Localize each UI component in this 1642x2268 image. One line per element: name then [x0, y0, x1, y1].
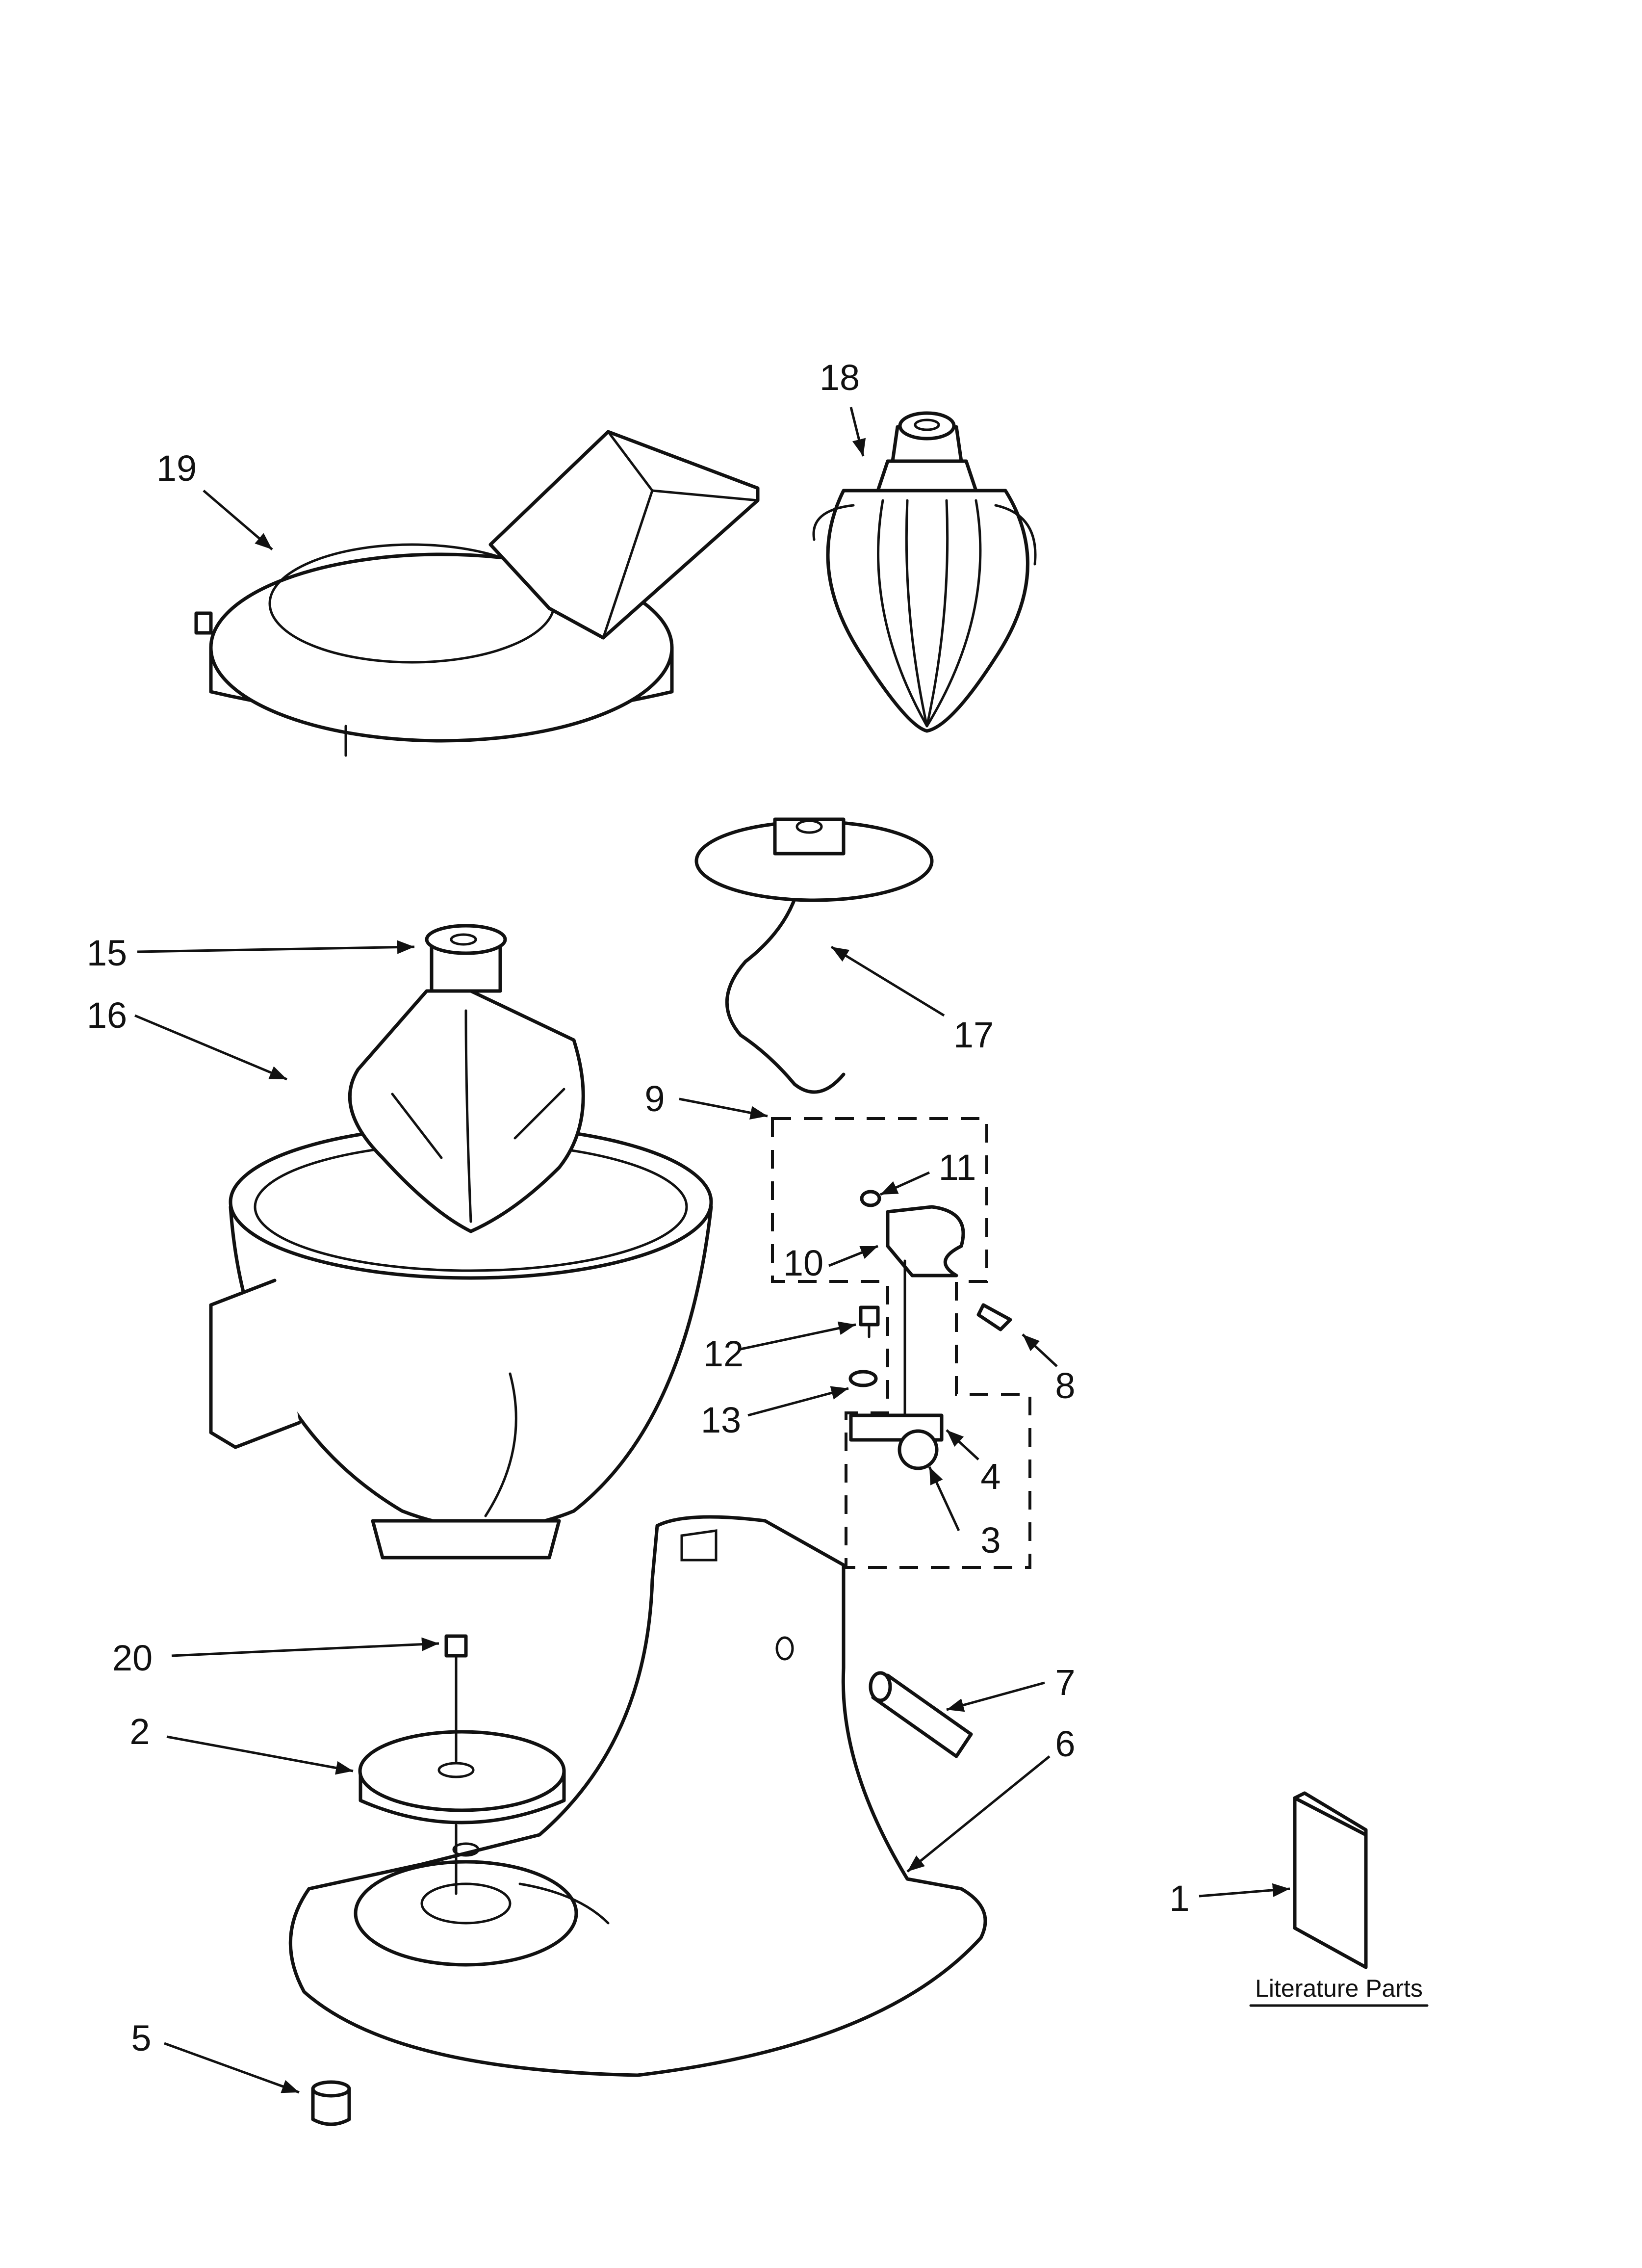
screw-part [444, 1634, 468, 1672]
pedestal-base-part [288, 1515, 987, 2077]
callout-15: 15 [87, 933, 127, 973]
callout-20: 20 [112, 1638, 153, 1678]
literature-parts-label: Literature Parts [1255, 1975, 1423, 2002]
callout-6: 6 [1055, 1723, 1075, 1764]
callout-7: 7 [1055, 1662, 1075, 1703]
callout-11: 11 [939, 1147, 976, 1188]
flat-beater-part [348, 924, 585, 1233]
callout-16: 16 [87, 995, 127, 1036]
callout-17: 17 [953, 1015, 994, 1055]
callout-18: 18 [820, 357, 860, 398]
callout-4: 4 [980, 1456, 1001, 1497]
clamp-plate-part [358, 1652, 566, 1895]
callout-19: 19 [156, 448, 197, 489]
callout-13: 13 [701, 1400, 741, 1440]
pouring-shield-part [194, 430, 760, 757]
foot-part [311, 2080, 351, 2126]
callout-2: 2 [129, 1711, 150, 1752]
callout-3: 3 [980, 1520, 1001, 1561]
dough-hook-part [694, 817, 934, 1094]
callout-9: 9 [644, 1078, 665, 1119]
hinge-assembly-part [771, 1117, 1031, 1569]
callout-5: 5 [131, 2018, 151, 2059]
callout-1: 1 [1169, 1878, 1189, 1919]
hinge-pin-part [869, 1671, 973, 1758]
callout-10: 10 [783, 1243, 823, 1283]
callout-8: 8 [1055, 1365, 1075, 1406]
callout-12: 12 [703, 1333, 744, 1374]
literature-part [1293, 1791, 1368, 1969]
wire-whip-part [812, 411, 1037, 733]
